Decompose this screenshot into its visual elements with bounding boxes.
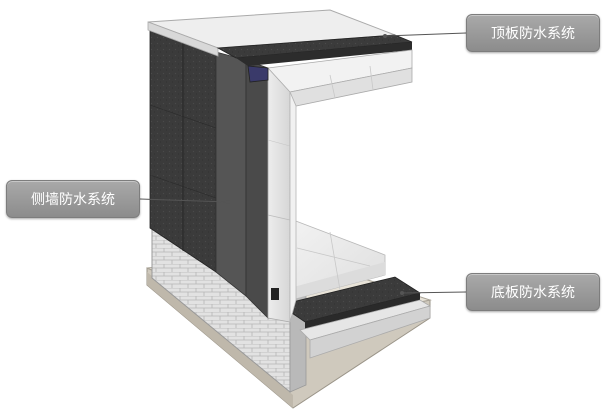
roof-protection-layer [147, 9, 396, 57]
floor-protection-layer [299, 299, 431, 359]
floor-waterproofing-label: 底板防水系统 [466, 273, 600, 311]
leader-lines [139, 32, 467, 295]
side-wall-structure [215, 51, 291, 323]
roof-membrane [216, 34, 413, 66]
floor-slab [279, 214, 386, 301]
side-wall-membrane [149, 29, 217, 273]
fixing-bracket [271, 288, 279, 300]
roof-waterproofing-label: 顶板防水系统 [466, 14, 600, 52]
inner-wall [289, 91, 297, 323]
wall-waterproofing-label: 侧墙防水系统 [6, 180, 140, 218]
roof-slab [247, 49, 413, 107]
